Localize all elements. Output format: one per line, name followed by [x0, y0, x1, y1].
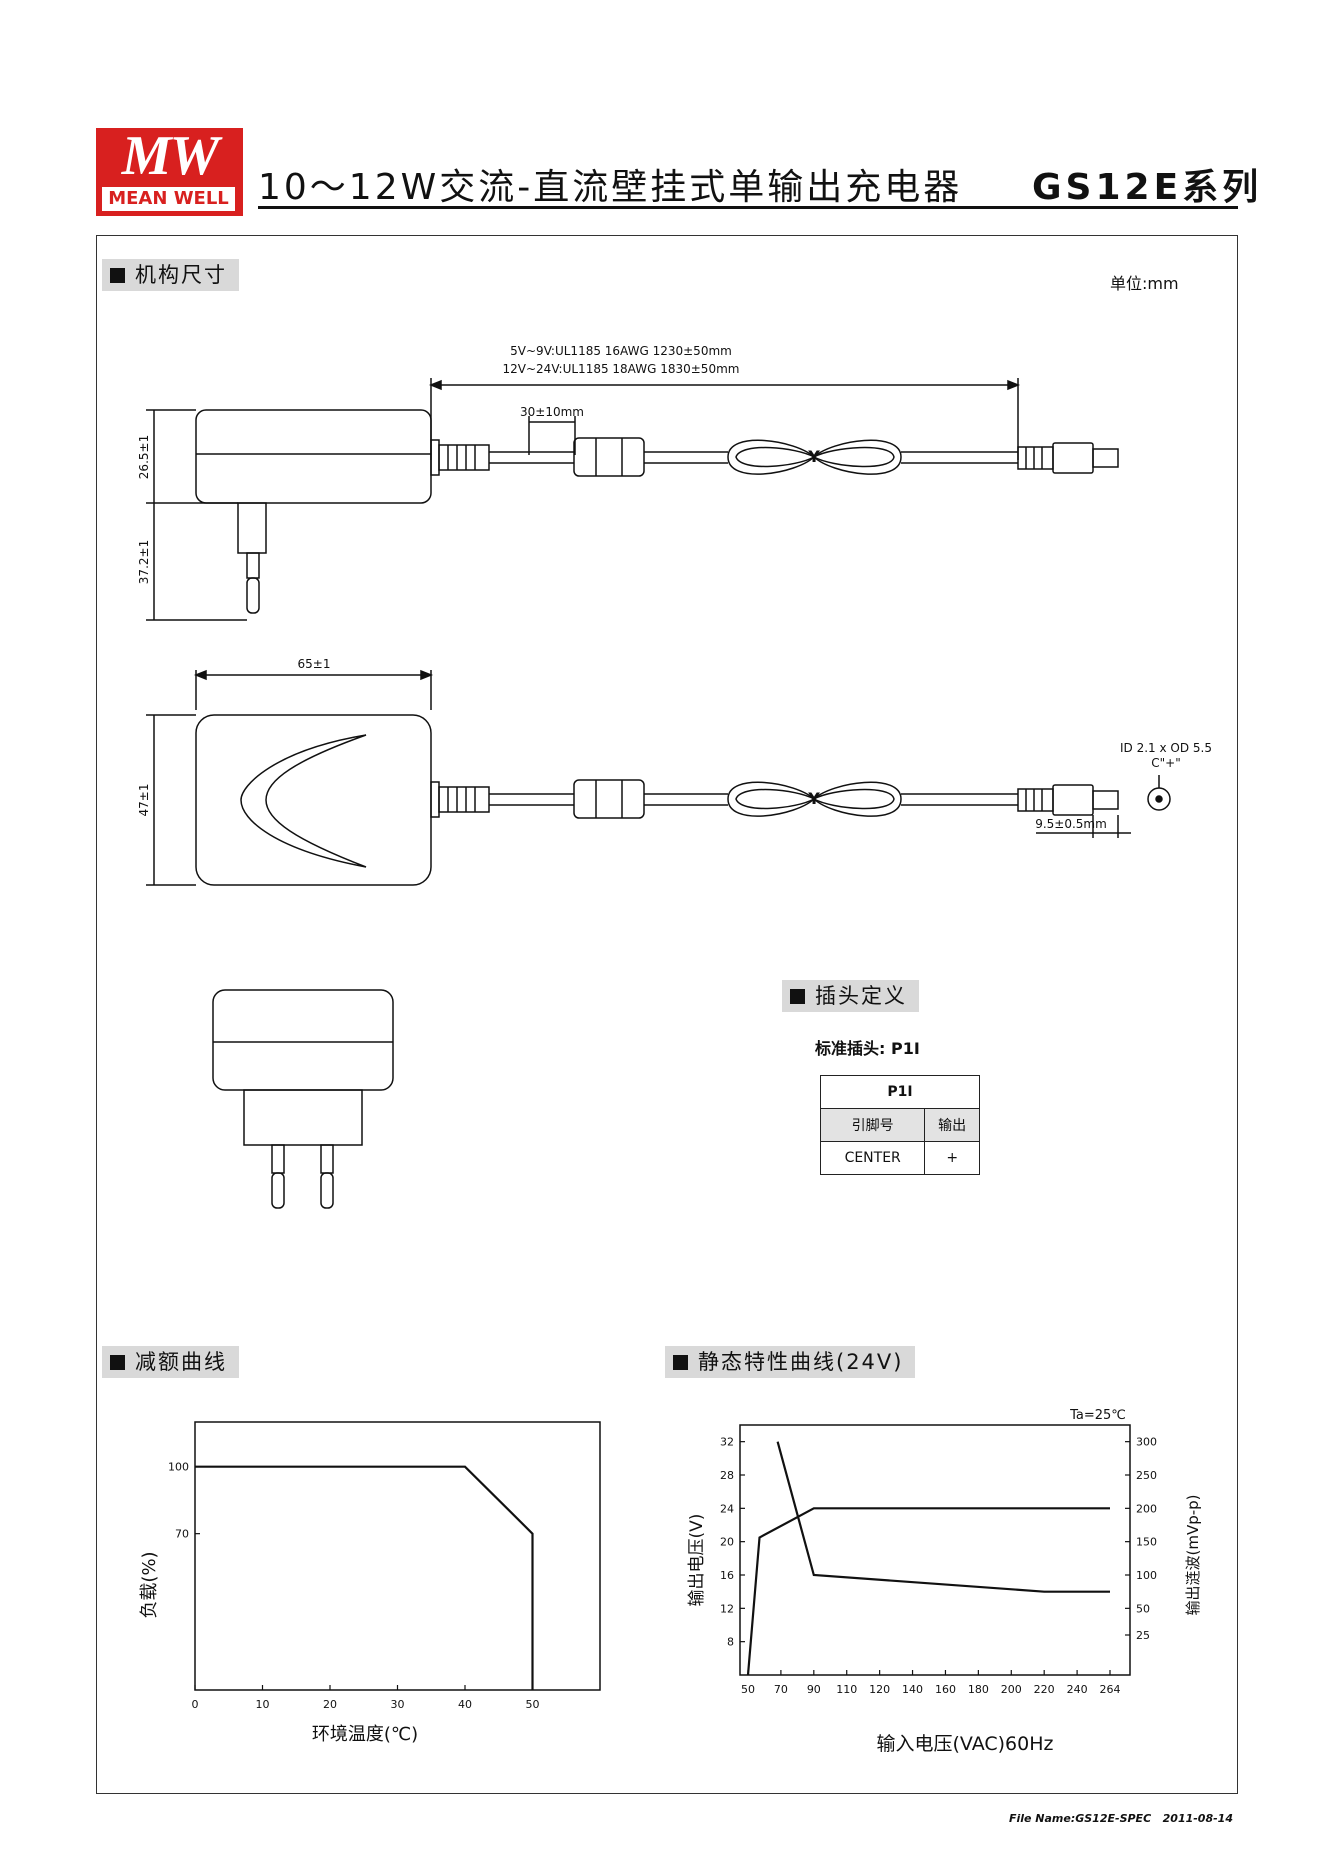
x-tick-label: 120 [869, 1683, 890, 1696]
plug-table-title: P1I [820, 1075, 980, 1109]
y-tick-label: 12 [720, 1602, 734, 1615]
x-tick-label: 200 [1001, 1683, 1022, 1696]
static-ylabel: 输出电压(V) [687, 1514, 707, 1607]
y-tick-label: 16 [720, 1569, 734, 1582]
x-tick-label: 240 [1067, 1683, 1088, 1696]
knot-label: Y [807, 447, 820, 466]
y2-tick-label: 300 [1136, 1436, 1157, 1449]
y2-tick-label: 50 [1136, 1602, 1150, 1615]
col-pin-header: 引脚号 [819, 1108, 926, 1142]
x-tick-label: 90 [807, 1683, 821, 1696]
bullet-square-icon [110, 268, 125, 283]
derating-chart: 0 10 20 30 40 50 100 70 负载(%) 环境温度(℃) [139, 1421, 601, 1745]
cable-spec-2: 12V~24V:UL1185 18AWG 1830±50mm [503, 362, 740, 376]
section-static: 静态特性曲线(24V) [665, 1346, 916, 1378]
derating-series-line [195, 1465, 534, 1690]
output-ripple-line [776, 1441, 1110, 1593]
bullet-square-icon [790, 989, 805, 1004]
plug-length: 9.5±0.5mm [1035, 817, 1107, 831]
body-height: 26.5±1 [137, 435, 151, 479]
y-tick-label: 100 [168, 1461, 189, 1474]
y-tick-label: 70 [175, 1528, 189, 1541]
y-tick-label: 28 [720, 1469, 734, 1482]
y2-tick-label: 25 [1136, 1629, 1150, 1642]
logo-text: MEAN WELL [101, 186, 236, 212]
x-tick-label: 0 [192, 1698, 199, 1711]
footer-filename: File Name:GS12E-SPEC 2011-08-14 [1008, 1812, 1233, 1825]
x-tick-label: 40 [458, 1698, 472, 1711]
static-annotation: Ta=25℃ [1069, 1408, 1126, 1423]
col-output-header: 输出 [924, 1108, 980, 1142]
y2-tick-label: 100 [1136, 1569, 1157, 1582]
x-tick-label: 50 [741, 1683, 755, 1696]
x-tick-label: 264 [1100, 1683, 1121, 1696]
mean-well-logo: MW MEAN WELL [96, 125, 243, 216]
x-tick-label: 180 [968, 1683, 989, 1696]
y-tick-label: 24 [720, 1502, 734, 1515]
static-chart: Ta=25℃ 50 70 90 110 120 140 160 180 200 220 240 264… [687, 1408, 1202, 1755]
polarity-label: C"+" [1151, 756, 1180, 770]
knot-label-2: Y [807, 789, 820, 808]
section-plug: 插头定义 [782, 980, 919, 1012]
series-name: GS12E系列 [1032, 167, 1263, 208]
y-tick-label: 8 [727, 1636, 734, 1649]
x-tick-label: 10 [256, 1698, 270, 1711]
y-tick-label: 32 [720, 1436, 734, 1449]
x-tick-label: 50 [526, 1698, 540, 1711]
x-tick-label: 20 [323, 1698, 337, 1711]
ferrite-distance: 30±10mm [520, 405, 584, 419]
standard-plug: 标准插头: P1I [815, 1039, 920, 1058]
derating-xlabel: 环境温度(℃) [312, 1724, 418, 1745]
y2-tick-label: 250 [1136, 1469, 1157, 1482]
y2-tick-label: 200 [1136, 1502, 1157, 1515]
y-tick-label: 20 [720, 1536, 734, 1549]
x-tick-label: 70 [774, 1683, 788, 1696]
output-voltage-line [746, 1507, 1110, 1676]
section-dimensions: 机构尺寸 [102, 259, 239, 291]
static-y2label: 输出涟波(mVp-p) [1184, 1494, 1202, 1615]
dc-plug-spec: ID 2.1 x OD 5.5 [1120, 741, 1212, 755]
header-rule [258, 206, 1238, 209]
depth-dim: 47±1 [137, 784, 151, 817]
section-derating: 减额曲线 [102, 1346, 239, 1378]
x-tick-label: 30 [391, 1698, 405, 1711]
bullet-square-icon [110, 1355, 125, 1370]
x-tick-label: 140 [902, 1683, 923, 1696]
static-xlabel: 输入电压(VAC)60Hz [877, 1733, 1054, 1755]
plug-table: P1I 引脚号 输出 CENTER + [819, 1075, 980, 1175]
y2-tick-label: 150 [1136, 1536, 1157, 1549]
bullet-square-icon [673, 1355, 688, 1370]
cable-spec-1: 5V~9V:UL1185 16AWG 1230±50mm [510, 344, 732, 358]
x-tick-label: 220 [1034, 1683, 1055, 1696]
pin-value: CENTER [819, 1141, 926, 1175]
logo-mark: MW [121, 125, 220, 187]
output-value: + [924, 1141, 980, 1175]
derating-ylabel: 负载(%) [139, 1551, 160, 1618]
x-tick-label: 110 [836, 1683, 857, 1696]
content-frame [96, 235, 1238, 1794]
unit-label: 单位:mm [1110, 274, 1179, 293]
x-tick-label: 160 [935, 1683, 956, 1696]
page-title: 10～12W交流-直流壁挂式单输出充电器 [258, 167, 963, 208]
mechanical-drawing: 5V~9V:UL1185 16AWG 1230±50mm 12V~24V:UL1… [137, 344, 1212, 1209]
width-dim: 65±1 [298, 657, 331, 671]
pin-height: 37.2±1 [137, 540, 151, 584]
